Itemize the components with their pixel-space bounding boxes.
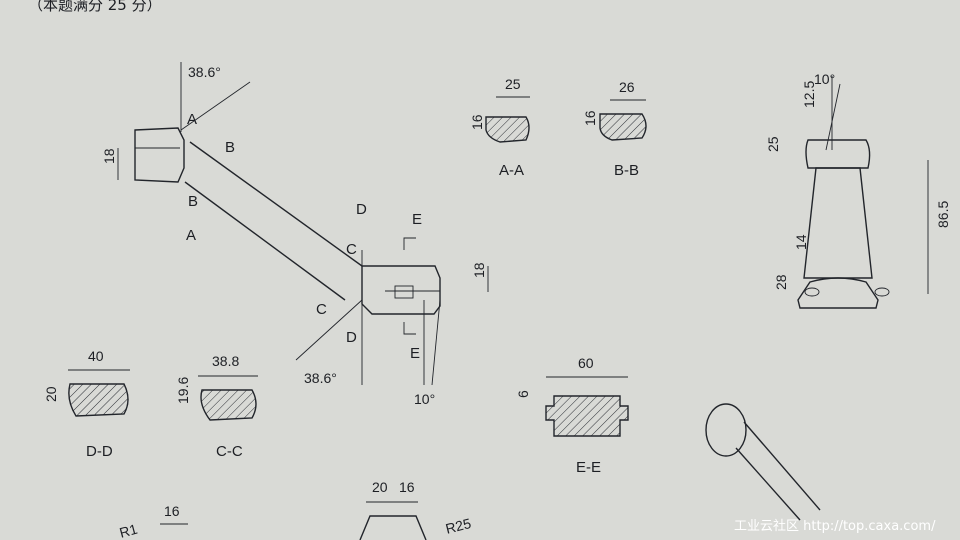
b-b-width: 26 — [619, 79, 635, 95]
a-a-height: 16 — [469, 114, 485, 130]
section-b-b: 26 16 B-B — [582, 79, 647, 179]
section-mark-d-bottom: D — [346, 329, 357, 346]
side-dim-86-5: 86.5 — [935, 201, 951, 228]
angle-right-text: 10° — [414, 391, 435, 407]
side-top-boss — [805, 139, 871, 169]
b-b-height: 16 — [582, 110, 598, 126]
section-mark-b-top: B — [225, 139, 235, 156]
c-c-width: 38.8 — [212, 353, 239, 369]
section-a-a: 25 16 A-A — [469, 76, 530, 179]
c-c-title: C-C — [216, 443, 243, 460]
left-end-block — [134, 127, 185, 183]
bottom-dim-16-left: 16 — [164, 503, 180, 519]
b-b-shape — [599, 113, 647, 141]
section-d-d: 40 20 D-D — [43, 348, 130, 460]
a-a-width: 25 — [505, 76, 521, 92]
a-a-shape — [485, 116, 530, 143]
angle-bottom-leader — [295, 299, 363, 361]
side-tapered-body — [803, 167, 873, 279]
d-d-height: 20 — [43, 386, 59, 402]
d-d-shape — [68, 383, 129, 417]
arm-lower-edge — [184, 181, 346, 301]
section-mark-e-top: E — [412, 211, 422, 228]
c-c-height: 19.6 — [175, 377, 191, 404]
section-c-c: 38.8 19.6 C-C — [175, 353, 258, 460]
dim-left-height-text: 18 — [101, 148, 117, 164]
a-a-title: A-A — [499, 162, 524, 179]
side-base-lug-left — [804, 287, 820, 297]
angle-top-leader — [180, 81, 251, 131]
section-mark-a-top: A — [187, 111, 197, 128]
section-mark-b-bottom: B — [188, 193, 198, 210]
c-c-shape — [200, 389, 257, 421]
watermark: 工业云社区 http://top.caxa.com/ — [734, 518, 936, 534]
bottom-dim-20: 20 — [372, 479, 388, 495]
e-e-width: 60 — [578, 355, 594, 371]
side-view: 10° 12.5 25 14 28 86.5 — [765, 71, 951, 309]
side-angle-text: 10° — [814, 71, 835, 87]
bottom-dim-16-right: 16 — [399, 479, 415, 495]
side-dim-12-5: 12.5 — [801, 81, 817, 108]
b-b-title: B-B — [614, 162, 639, 179]
section-mark-c-top: C — [346, 241, 357, 258]
bottom-partial-view: 16 R1 20 16 R25 — [118, 479, 473, 540]
side-base-lug-right — [874, 287, 890, 297]
section-mark-a-bottom: A — [186, 227, 196, 244]
side-dim-25: 25 — [765, 136, 781, 152]
section-e-e: 60 6 E-E — [515, 355, 629, 476]
angle-right-leader — [431, 299, 441, 386]
iso-boss — [705, 403, 747, 457]
angle-top-text: 38.6° — [188, 64, 221, 80]
e-e-shape — [545, 395, 629, 437]
bottom-profile — [359, 515, 427, 540]
section-mark-e-bottom: E — [410, 345, 420, 362]
side-dim-28: 28 — [773, 274, 789, 290]
iso-arm-edge-2 — [735, 447, 801, 521]
right-end-hole — [394, 285, 414, 299]
dim-right-height-text: 18 — [471, 262, 487, 278]
d-d-title: D-D — [86, 443, 113, 460]
iso-sketch — [705, 403, 821, 521]
side-base — [797, 277, 879, 309]
angle-bottom-text: 38.6° — [304, 370, 337, 386]
cut-mark-e-top — [403, 237, 416, 250]
right-end-block — [361, 265, 441, 315]
e-e-height: 6 — [515, 390, 531, 398]
arm-upper-edge — [189, 141, 363, 267]
section-mark-d-top: D — [356, 201, 367, 218]
cut-mark-e-bottom — [403, 322, 416, 335]
bottom-radius-cut: R1 — [118, 521, 140, 540]
main-view: 38.6° 38.6° 10° 18 18 A A B B C C D D E … — [101, 62, 489, 407]
side-dim-14: 14 — [793, 234, 809, 250]
exam-header: （本题满分 25 分） — [28, 0, 162, 14]
bottom-radius-r25: R25 — [444, 515, 473, 537]
side-angle-leader — [825, 83, 841, 151]
iso-arm-edge-1 — [743, 421, 821, 511]
e-e-title: E-E — [576, 459, 601, 476]
section-mark-c-bottom: C — [316, 301, 327, 318]
d-d-width: 40 — [88, 348, 104, 364]
